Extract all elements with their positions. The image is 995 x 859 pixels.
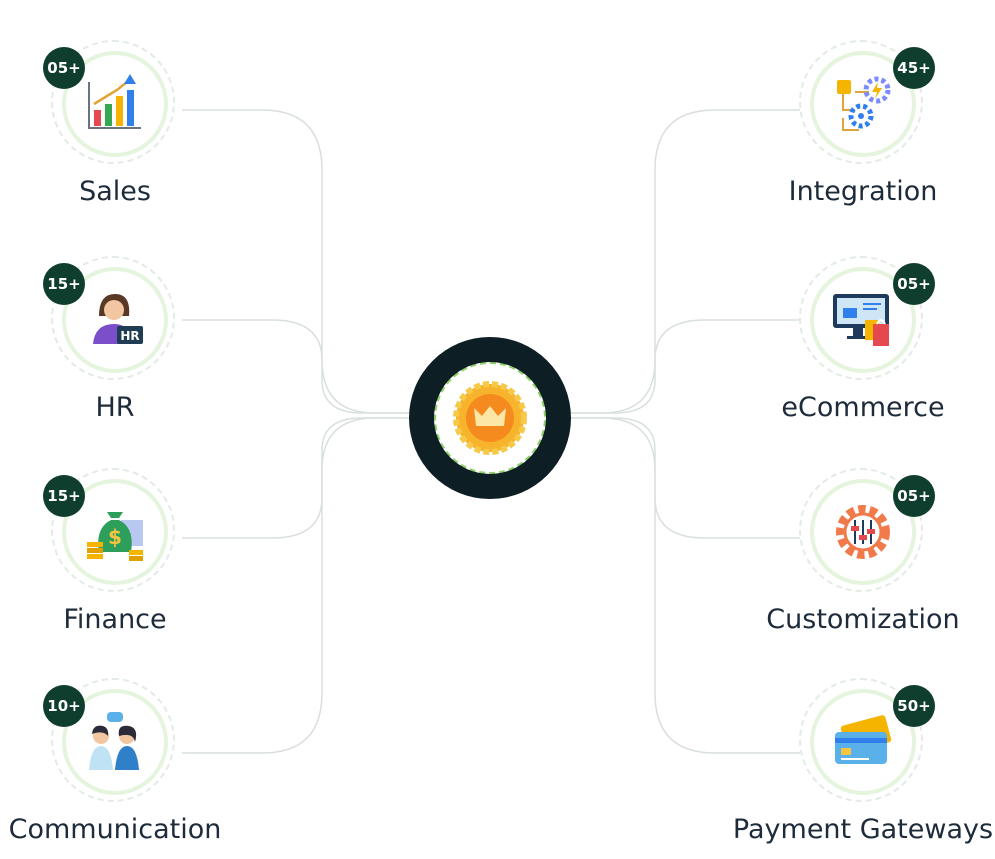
credit-card-icon xyxy=(835,715,892,764)
count-badge: 50+ xyxy=(893,685,935,727)
shopping-screen-icon xyxy=(833,294,889,346)
node-label: Finance xyxy=(63,604,167,635)
count-badge: 05+ xyxy=(893,475,935,517)
count-badge: 10+ xyxy=(43,685,85,727)
node-halo xyxy=(799,256,923,380)
sales-chart-icon xyxy=(88,74,141,129)
node-halo xyxy=(799,40,923,164)
node-halo xyxy=(51,678,175,802)
people-talking-icon xyxy=(89,712,139,770)
node-halo xyxy=(51,40,175,164)
count-badge: 45+ xyxy=(893,47,935,89)
node-halo xyxy=(51,468,175,592)
node-ring xyxy=(62,479,168,585)
node-ring xyxy=(62,51,168,157)
node-label: Integration xyxy=(788,176,938,207)
node-halo xyxy=(51,256,175,380)
node-label: Customization xyxy=(766,604,960,635)
node-label: Communication xyxy=(8,814,222,845)
money-bag-icon: $ xyxy=(87,512,143,561)
node-label: HR xyxy=(95,392,135,423)
svg-text:$: $ xyxy=(108,525,122,549)
crown-badge-icon xyxy=(453,381,527,455)
count-badge: 05+ xyxy=(893,263,935,305)
node-label: Payment Gateways xyxy=(732,814,994,845)
gears-circuit-icon xyxy=(837,76,891,131)
count-badge: 15+ xyxy=(43,263,85,305)
count-badge: 15+ xyxy=(43,475,85,517)
node-halo xyxy=(799,468,923,592)
node-label: eCommerce xyxy=(781,392,945,423)
count-badge: 05+ xyxy=(43,47,85,89)
node-ring xyxy=(62,689,168,795)
hr-person-icon: HR xyxy=(93,294,143,344)
node-label: Sales xyxy=(79,176,151,207)
node-halo xyxy=(799,678,923,802)
svg-text:HR: HR xyxy=(120,329,139,343)
settings-sliders-icon xyxy=(836,505,890,559)
